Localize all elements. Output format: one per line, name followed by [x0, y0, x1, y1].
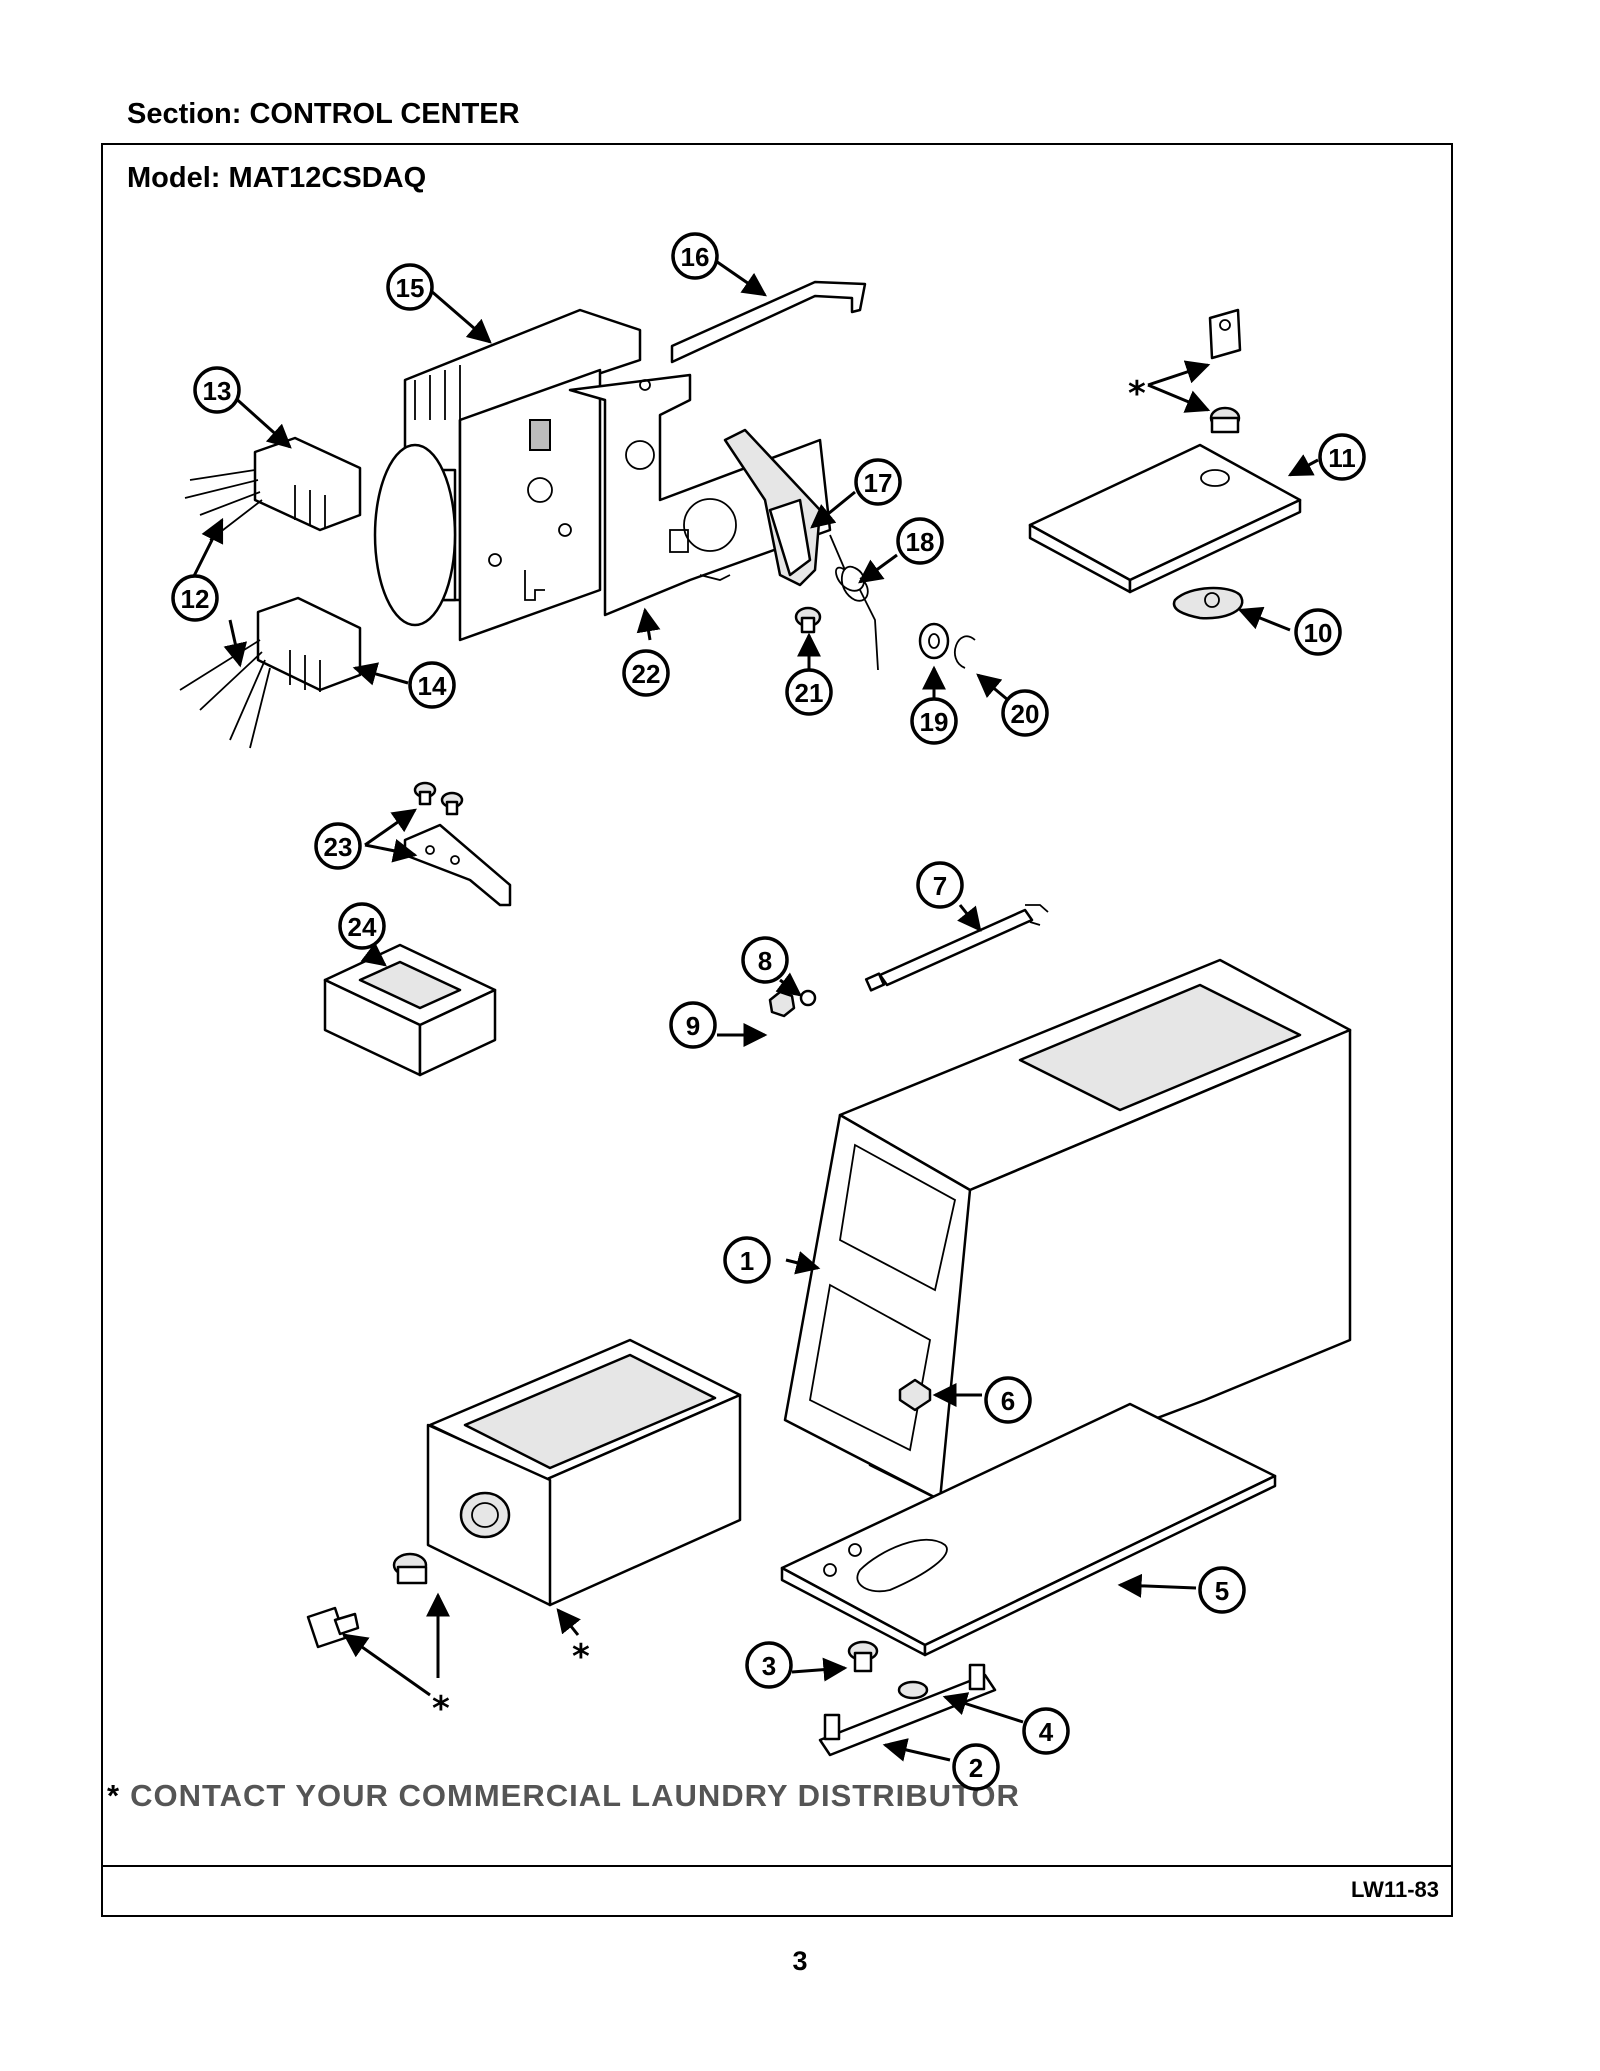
svg-text:15: 15 — [396, 273, 425, 303]
svg-text:6: 6 — [1001, 1386, 1015, 1416]
svg-text:4: 4 — [1039, 1717, 1054, 1747]
part-20-clip — [954, 635, 976, 669]
leader-lines — [190, 255, 1319, 1762]
footer-divider — [103, 1865, 1451, 1867]
callout-9: 9 — [669, 1001, 717, 1049]
svg-text:22: 22 — [632, 659, 661, 689]
svg-text:10: 10 — [1304, 618, 1333, 648]
svg-text:8: 8 — [758, 946, 772, 976]
svg-text:14: 14 — [418, 671, 447, 701]
part-2-strap — [818, 1663, 997, 1757]
asterisk-lock-key: * — [432, 1689, 450, 1729]
callout-10: 10 — [1294, 608, 1342, 656]
callout-8: 8 — [741, 936, 789, 984]
callout-13: 13 — [193, 366, 241, 414]
part-8-washer — [799, 989, 817, 1007]
callout-1: 1 — [723, 1236, 771, 1284]
svg-text:17: 17 — [864, 468, 893, 498]
svg-text:23: 23 — [324, 832, 353, 862]
callout-4: 4 — [1022, 1707, 1070, 1755]
part-15-timer — [373, 308, 642, 642]
section-title: Section: CONTROL CENTER — [127, 98, 520, 130]
model-title: Model: MAT12CSDAQ — [127, 162, 427, 194]
contact-text: CONTACT YOUR COMMERCIAL LAUNDRY DISTRIBU… — [130, 1778, 1020, 1813]
callout-11: 11 — [1318, 433, 1366, 481]
part-7-shaft — [864, 904, 1049, 992]
part-13-harness — [184, 436, 362, 541]
callout-7: 7 — [916, 861, 964, 909]
part-3-bolt — [847, 1640, 879, 1673]
svg-text:5: 5 — [1215, 1576, 1229, 1606]
part-coin-drawer — [426, 1338, 742, 1607]
svg-text:3: 3 — [762, 1651, 776, 1681]
svg-text:20: 20 — [1011, 699, 1040, 729]
part-11-plate — [1028, 443, 1302, 594]
part-23-bracket — [403, 781, 512, 907]
part-16-bar — [670, 280, 867, 364]
part-lock-key-bottom — [306, 1552, 428, 1649]
page-number: 3 — [792, 1946, 808, 1976]
part-17-lever — [723, 428, 822, 587]
callout-16: 16 — [671, 232, 719, 280]
callout-19: 19 — [910, 697, 958, 745]
callout-18: 18 — [896, 517, 944, 565]
part-22-bracket — [568, 373, 832, 617]
part-21-screw — [794, 606, 822, 634]
document-code: LW11-83 — [1350, 1877, 1439, 1902]
svg-text:19: 19 — [920, 707, 949, 737]
svg-text:21: 21 — [795, 678, 824, 708]
callout-21: 21 — [785, 668, 833, 716]
part-19-washer — [918, 622, 950, 660]
callout-3: 3 — [745, 1641, 793, 1689]
callout-24: 24 — [338, 902, 386, 950]
contact-asterisk: * — [107, 1778, 121, 1813]
svg-text:7: 7 — [933, 871, 947, 901]
callout-6: 6 — [984, 1376, 1032, 1424]
part-9-nut — [768, 990, 796, 1018]
callout-2: 2 — [952, 1743, 1000, 1791]
part-18-spring — [829, 534, 879, 671]
part-24-tray — [323, 943, 497, 1077]
asterisk-drawer: * — [572, 1637, 590, 1677]
svg-text:24: 24 — [348, 912, 377, 942]
callout-12: 12 — [171, 574, 219, 622]
svg-text:13: 13 — [203, 376, 232, 406]
svg-text:2: 2 — [969, 1753, 983, 1783]
svg-text:18: 18 — [906, 527, 935, 557]
callout-23: 23 — [314, 822, 362, 870]
part-1-cabinet — [783, 958, 1352, 1502]
part-5-base — [780, 1402, 1277, 1657]
callout-22: 22 — [622, 649, 670, 697]
svg-text:1: 1 — [740, 1246, 754, 1276]
svg-text:11: 11 — [1328, 443, 1356, 473]
part-lock-key-top — [1208, 308, 1242, 434]
diagram-frame: Model: MAT12CSDAQ * CONTACT YOUR COMMERCI… — [101, 143, 1453, 1917]
svg-text:12: 12 — [181, 584, 210, 614]
callout-14: 14 — [408, 661, 456, 709]
part-14-harness — [179, 596, 362, 749]
callout-5: 5 — [1198, 1566, 1246, 1614]
contact-note: * CONTACT YOUR COMMERCIAL LAUNDRY DISTRIB… — [107, 1778, 1020, 1814]
callout-15: 15 — [386, 263, 434, 311]
callout-20: 20 — [1001, 689, 1049, 737]
part-10-cam — [1172, 586, 1244, 620]
svg-text:9: 9 — [686, 1011, 700, 1041]
callout-17: 17 — [854, 458, 902, 506]
svg-text:16: 16 — [681, 242, 710, 272]
asterisk-top-right: * — [1128, 374, 1146, 414]
